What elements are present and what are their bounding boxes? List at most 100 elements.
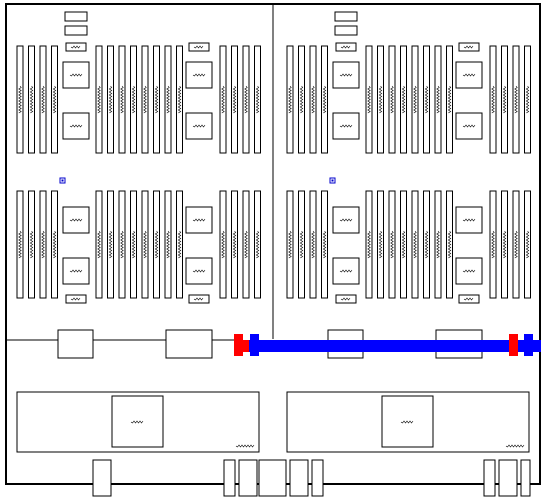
dimm-slot-texture <box>221 85 225 114</box>
dimm-slot-texture <box>120 85 124 114</box>
dimm-slot-texture <box>390 230 394 259</box>
dimm-slot <box>388 45 396 154</box>
dimm-slot <box>28 190 35 299</box>
dimm-slot-texture <box>97 230 101 259</box>
dimm-slot <box>298 190 305 299</box>
dimm-slot <box>51 190 58 299</box>
dimm-slot <box>298 45 305 154</box>
dimm-slot-texture <box>491 85 495 114</box>
vrm-chip-texture <box>193 45 204 49</box>
dimm-slot <box>411 190 419 299</box>
dimm-slot-texture <box>502 230 507 259</box>
cpu-socket-texture <box>69 269 83 273</box>
dimm-slot-texture <box>424 85 429 114</box>
dimm-slot-texture <box>120 230 124 259</box>
dimm-slot <box>365 190 373 299</box>
dimm-slot-texture <box>18 230 22 259</box>
dimm-slot <box>254 190 261 299</box>
dimm-slot-texture <box>413 230 417 259</box>
cpu-socket-texture <box>192 218 206 222</box>
dimm-slot <box>219 190 227 299</box>
dimm-slot <box>95 45 103 154</box>
cpu-socket <box>62 257 90 285</box>
dimm-slot <box>512 190 520 299</box>
dimm-slot-texture <box>311 85 315 114</box>
dimm-slot-texture <box>97 85 101 114</box>
status-marker-dot <box>331 179 334 182</box>
status-led-box <box>334 11 358 22</box>
expansion-card-label-texture <box>505 444 525 448</box>
dimm-slot-texture <box>108 85 113 114</box>
cpu-socket-texture <box>462 73 476 77</box>
rear-port <box>238 459 258 497</box>
vrm-chip-texture <box>340 297 351 301</box>
cpu-socket <box>62 206 90 234</box>
dimm-slot <box>377 45 384 154</box>
dimm-slot <box>309 190 317 299</box>
dimm-slot <box>501 45 508 154</box>
interconnect-bar <box>249 340 541 352</box>
dimm-slot <box>164 190 172 299</box>
dimm-slot-texture <box>143 230 147 259</box>
dimm-slot <box>130 190 137 299</box>
dimm-slot-texture <box>166 85 170 114</box>
dimm-slot <box>242 45 250 154</box>
dimm-slot-texture <box>255 230 260 259</box>
dimm-slot-texture <box>367 230 371 259</box>
dimm-slot <box>423 190 430 299</box>
cpu-socket <box>185 257 213 285</box>
dimm-slot-texture <box>436 230 440 259</box>
dimm-slot-texture <box>177 85 182 114</box>
cpu-socket <box>62 61 90 89</box>
dimm-slot-texture <box>299 85 304 114</box>
dimm-slot <box>501 190 508 299</box>
dimm-slot <box>130 45 137 154</box>
dimm-slot <box>254 45 261 154</box>
dimm-slot <box>286 190 294 299</box>
dimm-slot-texture <box>401 85 406 114</box>
connector-blue <box>250 334 259 356</box>
dimm-slot <box>446 190 453 299</box>
cpu-socket <box>455 112 483 140</box>
dimm-slot <box>16 45 24 154</box>
connector-red <box>234 334 243 356</box>
dimm-slot-texture <box>390 85 394 114</box>
dimm-slot-texture <box>154 85 159 114</box>
dimm-slot-texture <box>322 230 327 259</box>
dimm-slot <box>153 190 160 299</box>
dimm-slot <box>16 190 24 299</box>
dimm-slot <box>388 190 396 299</box>
dimm-slot <box>489 45 497 154</box>
dimm-slot <box>219 45 227 154</box>
dimm-slot-texture <box>491 230 495 259</box>
dimm-slot <box>141 190 149 299</box>
dimm-slot <box>411 45 419 154</box>
dimm-slot <box>107 190 114 299</box>
dimm-slot <box>95 190 103 299</box>
dimm-slot <box>434 45 442 154</box>
dimm-slot-texture <box>131 230 136 259</box>
cpu-socket <box>185 61 213 89</box>
dimm-slot-texture <box>514 230 518 259</box>
rear-port <box>258 459 287 497</box>
dimm-slot-texture <box>322 85 327 114</box>
dimm-slot-texture <box>401 230 406 259</box>
dimm-slot <box>524 190 531 299</box>
dimm-slot <box>231 190 238 299</box>
cpu-socket-texture <box>462 124 476 128</box>
vrm-chip-texture <box>70 45 81 49</box>
cpu-socket <box>455 206 483 234</box>
dimm-slot <box>400 45 407 154</box>
cpu-socket <box>455 257 483 285</box>
vrm-chip-texture <box>193 297 204 301</box>
cpu-socket <box>455 61 483 89</box>
expansion-card-chip-texture <box>130 420 144 424</box>
dimm-slot <box>400 190 407 299</box>
cpu-socket-texture <box>462 269 476 273</box>
cpu-socket <box>185 112 213 140</box>
dimm-slot-texture <box>514 85 518 114</box>
cpu-socket <box>332 112 360 140</box>
connector-red-tab <box>243 340 249 352</box>
status-marker-dot <box>61 179 64 182</box>
dimm-slot-texture <box>299 230 304 259</box>
